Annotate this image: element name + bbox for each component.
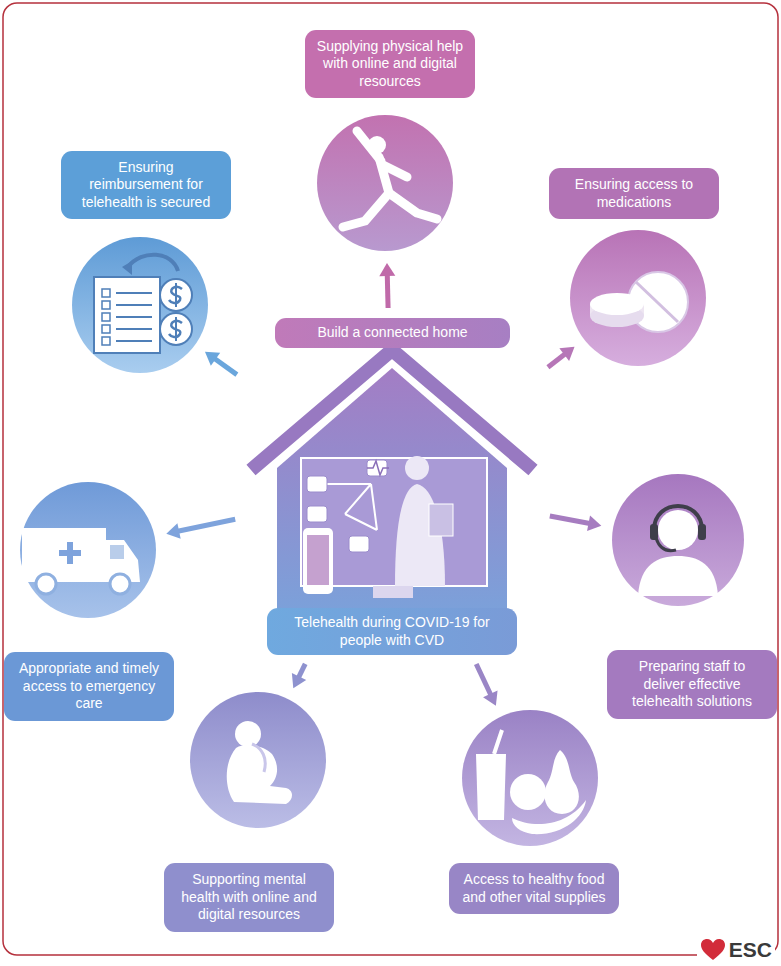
arrow-head — [483, 690, 497, 705]
phone — [303, 528, 333, 594]
topic-circle: Ensuring access to medications — [570, 230, 706, 366]
topic-circle: Supporting mental health with online and… — [190, 692, 326, 828]
label-text: Ensuring reimbursement for telehealth is… — [71, 159, 221, 212]
title-box: Telehealth during COVID-19 for people wi… — [267, 608, 517, 655]
house-body — [277, 368, 507, 614]
circle-icon — [570, 230, 706, 366]
arrow-connector — [205, 352, 237, 375]
label-box: Preparing staff to deliver effective tel… — [607, 650, 777, 719]
arrow-shaft — [176, 519, 235, 531]
topic-circle: Access to healthy food and other vital s… — [462, 710, 598, 846]
circle-icon — [317, 115, 453, 251]
circle-icon — [612, 474, 744, 606]
arrow-connector — [550, 515, 602, 531]
arrow-head — [587, 515, 601, 531]
stretch-icon — [343, 131, 437, 227]
topic-circle: Appropriate and timely access to emergen… — [20, 482, 156, 618]
circle-icon — [72, 237, 208, 373]
label-box: Access to healthy food and other vital s… — [449, 863, 619, 914]
arrow-connector — [292, 664, 306, 688]
circle-outline — [190, 692, 326, 828]
topic-circle: Preparing staff to deliver effective tel… — [612, 474, 744, 606]
logo: ESC — [697, 938, 775, 962]
heading-box: Build a connected home — [275, 318, 510, 348]
arrow-head — [292, 673, 306, 688]
arrow-shaft — [550, 516, 591, 524]
circle-icon — [462, 710, 598, 846]
ambulance-icon — [22, 528, 140, 594]
label-text: Build a connected home — [317, 324, 467, 342]
arrow-head — [559, 347, 574, 361]
headset-icon — [638, 506, 718, 596]
border-frame — [3, 3, 778, 955]
label-box: Supplying physical help with online and … — [305, 30, 475, 99]
topic-circle: Supplying physical help with online and … — [317, 115, 453, 251]
label-box: Appropriate and timely access to emergen… — [4, 652, 174, 721]
arrow-shaft — [385, 273, 391, 308]
arrow-connector — [166, 519, 235, 539]
house-node: Build a connected homeTelehealth during … — [245, 318, 540, 655]
house-illustration — [245, 318, 540, 655]
label-box: Ensuring access to medications — [549, 168, 719, 219]
label-text: Preparing staff to deliver effective tel… — [617, 658, 767, 711]
arrow-shaft — [548, 353, 566, 367]
money-icon — [94, 255, 192, 353]
label-text: Supplying physical help with online and … — [315, 38, 465, 91]
label-text: Access to healthy food and other vital s… — [459, 871, 609, 906]
arrow-head — [166, 523, 180, 539]
label-text: Supporting mental health with online and… — [174, 871, 324, 924]
circle-outline — [570, 230, 706, 366]
arrow-head — [379, 263, 395, 276]
arrow-shaft — [476, 664, 491, 696]
circle-icon — [190, 692, 326, 828]
heart-logo — [700, 938, 726, 962]
arrow-head — [205, 352, 220, 366]
arrow-connector — [548, 347, 575, 367]
logo-text: ESC — [729, 938, 772, 962]
arrow-connector — [476, 664, 497, 706]
arrow-shaft — [213, 358, 236, 375]
monitor — [301, 458, 487, 586]
food-icon — [476, 730, 586, 834]
label-box: Supporting mental health with online and… — [164, 863, 334, 932]
circle-outline — [462, 710, 598, 846]
label-text: Ensuring access to medications — [559, 176, 709, 211]
circle-outline — [317, 115, 453, 251]
arrow-connector — [379, 263, 395, 308]
label-text: Appropriate and timely access to emergen… — [14, 660, 164, 713]
circle-outline — [72, 237, 208, 373]
sitting-icon — [227, 721, 292, 804]
pills-icon — [590, 272, 688, 332]
label-box: Ensuring reimbursement for telehealth is… — [61, 151, 231, 220]
label-text: Telehealth during COVID-19 for people wi… — [277, 614, 507, 649]
house-roof — [251, 350, 533, 470]
circle-icon — [20, 482, 156, 618]
topic-circle: Ensuring reimbursement for telehealth is… — [72, 237, 208, 373]
circle-outline — [20, 482, 156, 618]
circle-outline — [612, 474, 744, 606]
